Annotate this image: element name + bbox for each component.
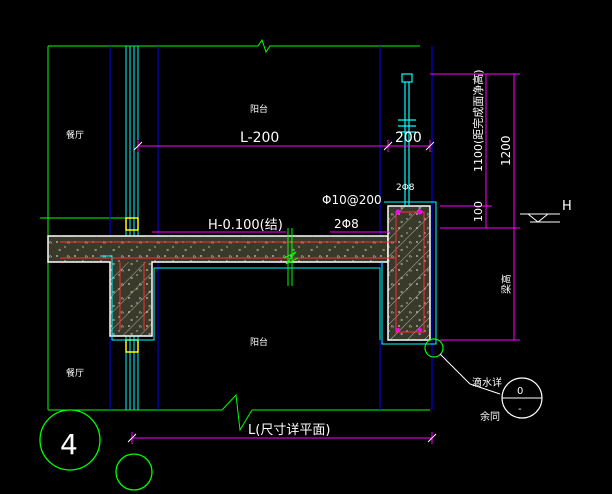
railing-height-label: 1100(距完成面净高) xyxy=(471,69,485,172)
span-total-label: L(尺寸详平面) xyxy=(248,423,330,438)
beam-depth-label: 梁高 xyxy=(500,274,513,294)
drip-note: 滴水详 xyxy=(472,376,502,389)
detail-number: 4 xyxy=(60,428,78,461)
rebar-bottom-label: 2Φ8 xyxy=(334,217,359,231)
curb-height-label: 100 xyxy=(472,201,485,222)
slab-break-mark xyxy=(283,228,299,286)
drip-callout xyxy=(424,338,543,419)
elevation-label: H-0.100(结) xyxy=(208,218,283,233)
span-inner-label: L-200 xyxy=(240,130,279,146)
room-label-balcony-top: 阳台 xyxy=(250,103,268,115)
window-mullion xyxy=(125,46,139,410)
slab-section xyxy=(47,201,437,345)
detail-number-circle xyxy=(39,409,101,471)
dimension-ticks xyxy=(127,141,437,443)
drip-ref: 余同 xyxy=(480,410,500,423)
level-symbol xyxy=(520,213,560,223)
window-bracket-top xyxy=(125,217,139,231)
level-mark: H xyxy=(562,199,572,214)
room-label-left-bottom: 餐厅 xyxy=(66,367,84,379)
rebar-corner-label: 2Φ8 xyxy=(396,183,415,193)
axis-circle xyxy=(115,453,153,491)
span-edge-label: 200 xyxy=(395,130,422,146)
dimension-lines xyxy=(131,73,520,444)
room-label-left-top: 餐厅 xyxy=(66,129,84,141)
window-bracket-bottom xyxy=(125,339,139,353)
room-label-balcony-bottom: 阳台 xyxy=(250,336,268,348)
railing xyxy=(398,73,416,206)
frame-lines xyxy=(40,38,430,432)
overall-height-label: 1200 xyxy=(499,135,513,166)
glazing-lines xyxy=(109,46,433,410)
ref-circle-top: 0 xyxy=(517,386,523,397)
ref-circle-bottom: - xyxy=(518,404,522,415)
rebar-top-label: Φ10@200 xyxy=(322,193,382,207)
